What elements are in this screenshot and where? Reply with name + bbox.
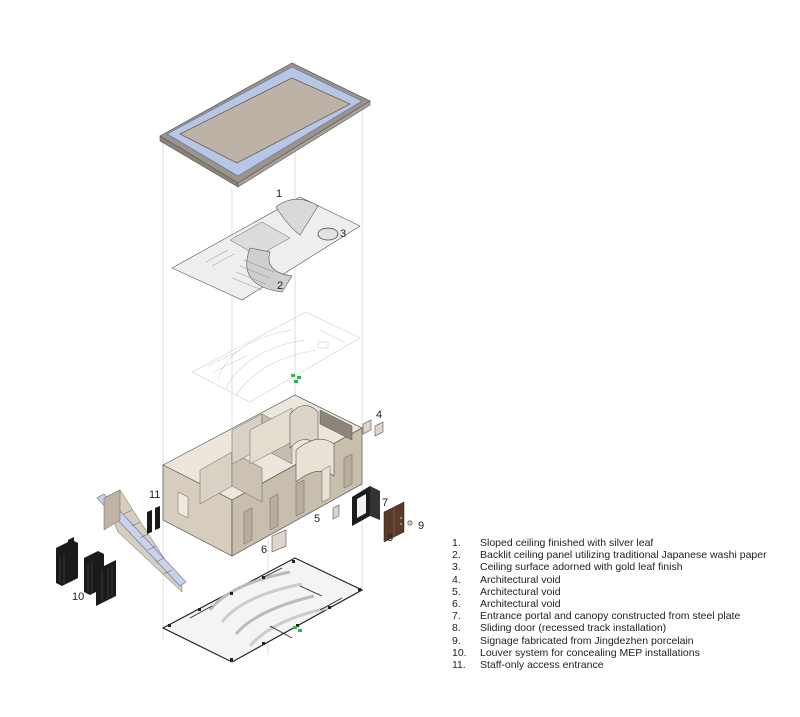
legend-text: Louver system for concealing MEP install…	[480, 646, 700, 659]
legend-text: Signage fabricated from Jingdezhen porce…	[480, 634, 694, 647]
callout-3: 3	[340, 228, 346, 240]
void-panels	[271, 419, 384, 553]
legend-number: 9.	[452, 634, 461, 647]
callout-8: 8	[387, 532, 393, 544]
main-volume	[162, 394, 363, 557]
callout-1: 1	[276, 188, 282, 200]
callout-6: 6	[261, 544, 267, 556]
legend-item: 8. Sliding door (recessed track installat…	[452, 622, 792, 634]
legend-text: Sloped ceiling finished with silver leaf	[480, 537, 654, 549]
interior-layout-layer	[191, 311, 361, 403]
sliding-door	[383, 501, 405, 543]
callout-2: 2	[277, 280, 283, 292]
legend-text: Architectural void	[480, 598, 561, 611]
legend-item: 11. Staff-only access entrance	[452, 659, 792, 671]
callout-11: 11	[149, 489, 160, 501]
callout-10: 10	[72, 591, 84, 603]
legend-text: Sliding door (recessed track installatio…	[480, 622, 667, 635]
legend-item: 9. Signage fabricated from Jingdezhen por…	[452, 635, 792, 647]
ceiling-layer	[171, 196, 361, 301]
roof-layer	[159, 62, 371, 188]
legend-item: 6. Architectural void	[452, 598, 792, 610]
legend-number: 11.	[452, 659, 466, 672]
entrance-portal	[352, 486, 380, 526]
legend-number: 7.	[452, 610, 461, 623]
legend-item: 1. Sloped ceiling finished with silver le…	[452, 537, 792, 549]
legend-text: Architectural void	[480, 573, 561, 586]
legend-item: 3. Ceiling surface adorned with gold leaf…	[452, 561, 792, 573]
porcelain-sign	[407, 520, 413, 526]
legend-number: 1.	[452, 537, 461, 549]
callout-labels: 1 2 3 4 5 6 7 8 9 10 11	[72, 188, 424, 603]
legend-number: 8.	[452, 622, 461, 635]
staff-stair	[96, 489, 187, 593]
louver-system	[56, 537, 116, 606]
legend-number: 3.	[452, 561, 461, 574]
legend-number: 2.	[452, 549, 461, 562]
legend-number: 4.	[452, 573, 461, 586]
callout-4: 4	[376, 409, 382, 421]
legend-text: Entrance portal and canopy constructed f…	[480, 610, 741, 623]
legend-number: 6.	[452, 598, 461, 611]
callout-5: 5	[314, 513, 320, 525]
legend-text: Architectural void	[480, 585, 561, 598]
legend-item: 2. Backlit ceiling panel utilizing tradit…	[452, 549, 792, 561]
legend-item: 5. Architectural void	[452, 586, 792, 598]
legend-number: 5.	[452, 585, 461, 598]
legend-text: Ceiling surface adorned with gold leaf f…	[480, 561, 683, 574]
legend-number: 10.	[452, 646, 467, 659]
callout-9: 9	[418, 520, 424, 532]
legend-item: 10. Louver system for concealing MEP inst…	[452, 647, 792, 659]
legend-text: Staff-only access entrance	[480, 659, 604, 672]
legend-item: 7. Entrance portal and canopy constructed…	[452, 610, 792, 622]
legend-item: 4. Architectural void	[452, 574, 792, 586]
floor-plan-layer	[161, 557, 364, 663]
callout-7: 7	[382, 497, 388, 509]
green-marker	[291, 374, 301, 383]
legend-text: Backlit ceiling panel utilizing traditio…	[480, 549, 767, 562]
legend: 1. Sloped ceiling finished with silver le…	[452, 537, 792, 671]
